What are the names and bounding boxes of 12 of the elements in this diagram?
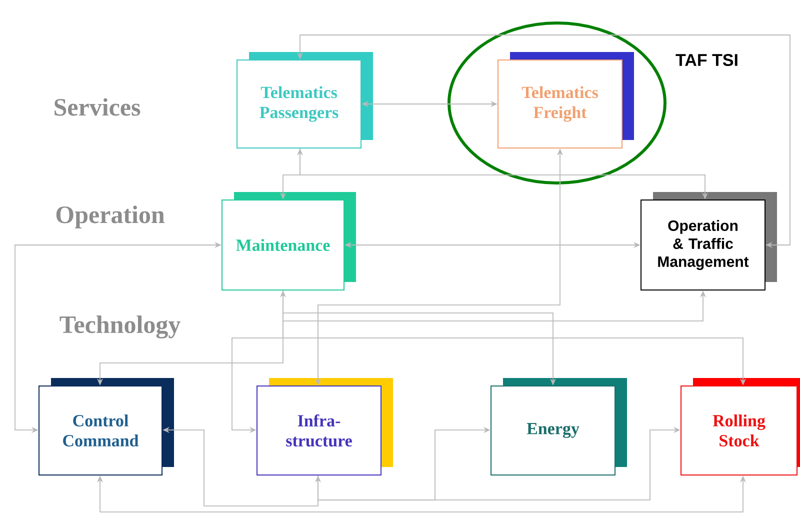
technology-box: Rolling Stock — [680, 378, 800, 476]
service-box: Telematics Freight — [498, 52, 634, 148]
node-label: TAF TSI — [676, 54, 738, 66]
technology-box: Control Command — [38, 378, 174, 476]
layer-label: Operation — [56, 206, 164, 228]
technology-box: Energy — [490, 378, 627, 476]
layer-label: Services — [54, 98, 140, 116]
operation-box: Operation & Traffic Management — [640, 192, 777, 290]
layer-label: Technology — [60, 316, 180, 338]
operation-box: Maintenance — [222, 192, 356, 290]
technology-box: Infra- structure — [256, 378, 393, 476]
service-box: Telematics Passengers — [236, 52, 373, 148]
